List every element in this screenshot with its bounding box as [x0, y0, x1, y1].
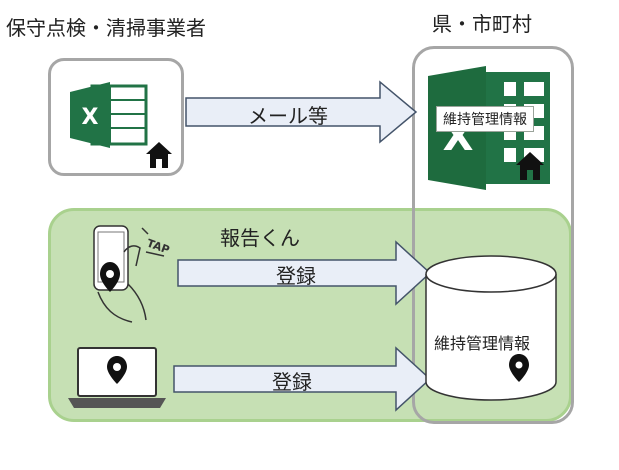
email-arrow-label: メール等: [248, 104, 328, 128]
database-cylinder: [425, 255, 557, 401]
database-label: 維持管理情報: [434, 334, 531, 353]
laptop-icon: [68, 347, 166, 408]
smartphone-tap-icon: TAP: [93, 225, 171, 323]
email-arrow: [185, 80, 418, 144]
system-name-label: 報告くん: [220, 226, 300, 250]
excel-badge-letter: X: [82, 105, 99, 130]
register-arrow-pc: [173, 346, 432, 412]
contractor-label: 保守点検・清掃事業者: [6, 16, 206, 40]
register-arrow-phone-label: 登録: [276, 264, 316, 288]
register-arrow-phone: [177, 240, 432, 306]
excel-icon: X: [70, 82, 148, 148]
excel-info-tag: 維持管理情報: [436, 106, 534, 132]
tap-text: TAP: [145, 237, 171, 257]
home-icon: [146, 142, 172, 168]
prefecture-box: [412, 46, 574, 424]
prefecture-label: 県・市町村: [432, 12, 532, 36]
register-arrow-pc-label: 登録: [272, 370, 312, 394]
prefecture-home-icon: [516, 152, 544, 180]
